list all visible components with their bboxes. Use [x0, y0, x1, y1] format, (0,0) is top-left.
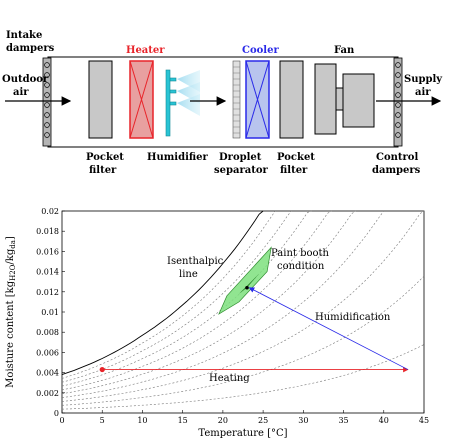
intake-damper: [42, 57, 52, 147]
intake-damper-slats: [44, 62, 50, 138]
y-tick-label: 0.02: [41, 207, 59, 216]
rh-curve-90: [61, 210, 276, 379]
y-tick-label: 0.004: [36, 369, 59, 378]
droplet-separator-lines: [233, 66, 240, 134]
psychrometric-chart: 0 5 10 15 20 25 30 35 40 45 0 0.002 0.004 0.006 0.008…: [5, 207, 429, 439]
x-tick-label: 25: [258, 416, 268, 425]
x-tick-label: 15: [178, 416, 188, 425]
x-tick-label: 0: [59, 416, 64, 425]
y-tick-label: 0.006: [36, 348, 59, 357]
label-supply-air-2: air: [415, 87, 431, 98]
label-outdoor-air-2: air: [13, 87, 29, 98]
x-axis-ticks: 0 5 10 15 20 25 30 35 40 45: [59, 410, 429, 425]
x-tick-label: 35: [338, 416, 348, 425]
plot-area: [61, 210, 425, 414]
rh-curve-30: [61, 210, 425, 402]
cooler-cross-b: [245, 60, 270, 139]
annotation-paint-booth-1: Paint booth: [271, 248, 330, 259]
annotation-heating: Heating: [209, 373, 250, 384]
label-humidifier: Humidifier: [147, 152, 209, 163]
label-supply-air-1: Supply: [404, 74, 443, 85]
control-damper-slats: [395, 62, 401, 138]
annotation-isenthalpic-2: line: [179, 269, 198, 280]
y-tick-label: 0.002: [36, 389, 59, 398]
label-intake-dampers-1: Intake: [6, 30, 42, 41]
paint-booth-core: [239, 273, 260, 294]
label-pocket-filter-1a: Pocket: [86, 152, 124, 163]
pocket-filter-1: [88, 60, 113, 139]
label-droplet-separator-1: Droplet: [219, 152, 262, 163]
humidifier-spray: [177, 70, 200, 116]
x-tick-label: 20: [218, 416, 228, 425]
humidifier: [165, 69, 177, 137]
y-axis-label: Moisture content [kgH2O/kgda]: [5, 236, 17, 388]
label-outdoor-air-1: Outdoor: [2, 74, 49, 85]
label-fan: Fan: [334, 45, 355, 56]
droplet-separator: [232, 60, 241, 139]
x-tick-label: 10: [137, 416, 147, 425]
label-pocket-filter-2b: filter: [280, 165, 308, 176]
y-tick-label: 0.016: [36, 247, 59, 256]
paint-booth-region: [218, 246, 272, 315]
fan: [314, 63, 375, 135]
y-tick-label: 0: [54, 409, 59, 418]
label-control-dampers-1: Control: [376, 152, 418, 163]
humidification-line: [248, 287, 409, 370]
label-pocket-filter-2a: Pocket: [277, 152, 315, 163]
y-tick-label: 0.008: [36, 328, 59, 337]
label-droplet-separator-2: separator: [214, 165, 269, 176]
ahu-schematic: Intake dampers Outdoor air Heater Cooler…: [2, 30, 443, 176]
x-axis-label: Temperature [°C]: [198, 428, 287, 439]
label-control-dampers-2: dampers: [372, 165, 421, 176]
x-tick-label: 30: [298, 416, 308, 425]
label-pocket-filter-1b: filter: [89, 165, 117, 176]
y-tick-label: 0.018: [36, 227, 59, 236]
y-tick-label: 0.012: [36, 288, 59, 297]
y-tick-label: 0.014: [36, 268, 59, 277]
saturation-curve: [61, 210, 264, 376]
y-axis-ticks: 0 0.002 0.004 0.006 0.008 0.01 0.012 0.014 0.016…: [36, 207, 65, 418]
annotation-isenthalpic-1: Isenthalpic: [167, 256, 224, 267]
x-tick-label: 40: [379, 416, 389, 425]
annotation-humidification: Humidification: [315, 312, 391, 323]
plot-frame: [61, 210, 425, 414]
x-tick-label: 45: [419, 416, 429, 425]
control-damper: [393, 57, 403, 147]
label-heater: Heater: [126, 45, 165, 56]
rh-curve-20: [61, 275, 425, 406]
pocket-filter-2: [279, 60, 304, 139]
heater-cross-b: [129, 60, 154, 139]
paint-booth-center-point: [245, 285, 249, 290]
y-tick-label: 0.01: [41, 308, 59, 317]
heating-start-point: [99, 366, 105, 373]
x-tick-label: 5: [100, 416, 105, 425]
label-cooler: Cooler: [242, 45, 279, 56]
label-intake-dampers-2: dampers: [6, 43, 55, 54]
rh-curve-60: [61, 210, 332, 391]
annotation-paint-booth-2: condition: [277, 261, 325, 272]
